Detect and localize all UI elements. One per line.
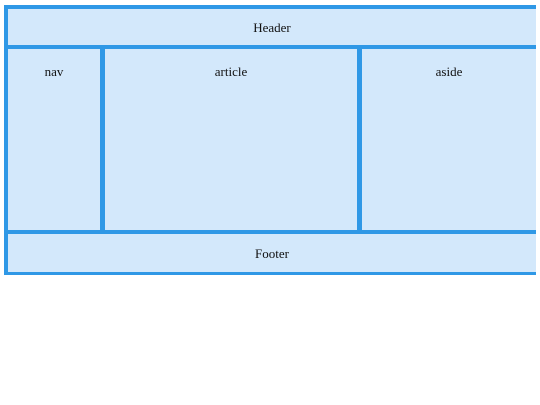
nav-section: nav [8, 49, 100, 230]
nav-label: nav [44, 64, 64, 79]
footer-section: Footer [8, 234, 536, 272]
article-section: article [105, 49, 357, 230]
aside-label: aside [435, 64, 463, 79]
header-label: Header [253, 19, 291, 35]
aside-section: aside [362, 49, 536, 230]
article-label: article [214, 64, 248, 79]
footer-label: Footer [255, 245, 289, 261]
main-row: nav article aside [8, 49, 536, 230]
holy-grail-layout: Header nav article aside Footer [4, 5, 536, 275]
header-section: Header [8, 9, 536, 45]
